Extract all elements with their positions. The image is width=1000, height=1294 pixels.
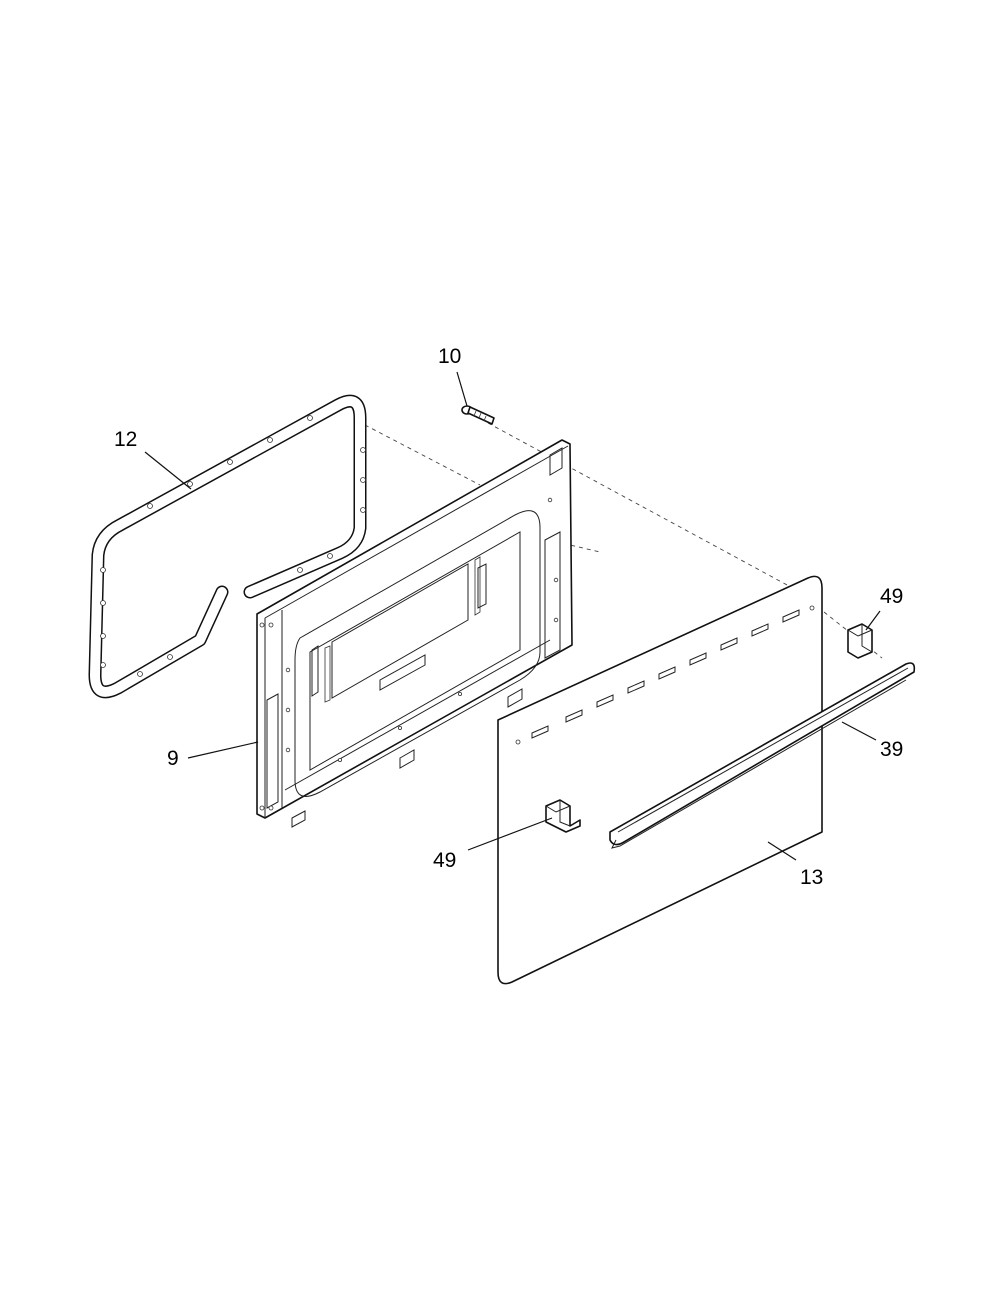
screw bbox=[461, 405, 495, 425]
frame-holes bbox=[259, 497, 559, 811]
gasket-clips bbox=[100, 415, 366, 677]
callout-inner-door: 9 bbox=[167, 747, 179, 770]
panel-vent-slots bbox=[515, 605, 815, 745]
door-handle bbox=[609, 662, 916, 849]
callout-bracket-lower: 49 bbox=[433, 849, 456, 872]
handle-bracket-lower bbox=[545, 799, 581, 833]
callout-outer-panel: 13 bbox=[800, 866, 823, 889]
door-gasket bbox=[88, 394, 367, 699]
callout-handle: 39 bbox=[880, 738, 903, 761]
callout-gasket: 12 bbox=[114, 428, 137, 451]
callout-screw: 10 bbox=[438, 345, 461, 368]
inner-door-frame bbox=[256, 439, 573, 828]
callout-bracket-upper: 49 bbox=[880, 585, 903, 608]
outer-door-panel bbox=[497, 575, 823, 985]
leader-lines bbox=[144, 371, 881, 861]
handle-bracket-upper bbox=[847, 623, 873, 659]
